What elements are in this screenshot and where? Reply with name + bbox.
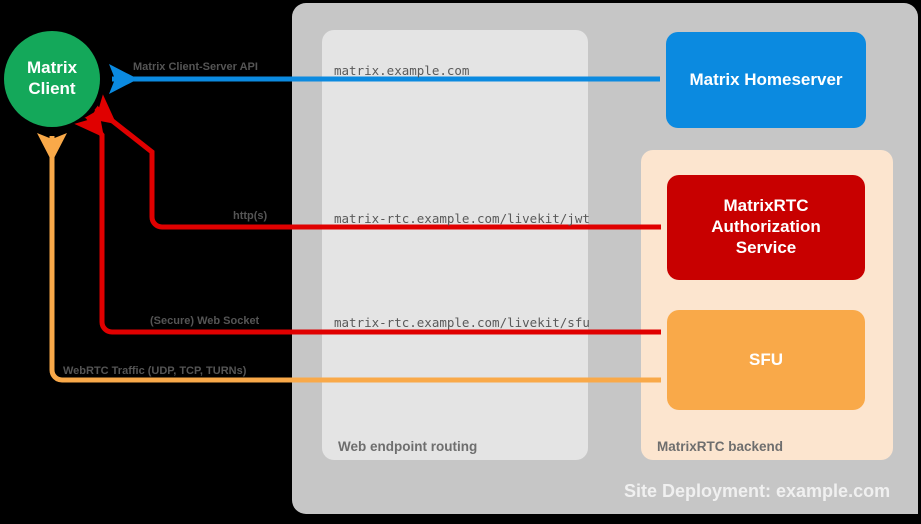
container-web-endpoint-routing bbox=[322, 30, 588, 460]
caption-web-endpoint-routing: Web endpoint routing bbox=[338, 439, 478, 454]
url-label-livekit-jwt: matrix-rtc.example.com/livekit/jwt bbox=[334, 211, 590, 226]
edge-label-https: http(s) bbox=[233, 210, 268, 222]
edge-secure-web-socket bbox=[74, 105, 661, 335]
edge-label-matrix-client-server-api: Matrix Client-Server API bbox=[133, 61, 258, 73]
node-sfu-label: SFU bbox=[749, 349, 783, 369]
edge-label-webrtc-traffic: WebRTC Traffic (UDP, TCP, TURNs) bbox=[63, 365, 247, 377]
node-matrix-client-line1: Matrix bbox=[26, 58, 78, 78]
node-sfu[interactable]: SFU bbox=[667, 310, 865, 410]
node-matrix-homeserver[interactable]: Matrix Homeserver bbox=[666, 32, 866, 128]
node-auth-line1: MatrixRTC bbox=[723, 196, 809, 216]
node-matrix-client[interactable]: Matrix Client bbox=[4, 31, 100, 127]
node-auth-line3: Service bbox=[735, 237, 797, 257]
edge-webrtc-traffic bbox=[36, 132, 661, 383]
url-label-livekit-sfu: matrix-rtc.example.com/livekit/sfu bbox=[334, 315, 590, 330]
edge-label-secure-web-socket: (Secure) Web Socket bbox=[150, 315, 260, 327]
node-matrix-homeserver-label: Matrix Homeserver bbox=[689, 69, 843, 89]
caption-matrixrtc-backend: MatrixRTC backend bbox=[657, 439, 784, 454]
node-auth-line2: Authorization bbox=[711, 217, 821, 237]
node-matrix-client-line2: Client bbox=[28, 79, 76, 98]
node-matrixrtc-authorization-service[interactable]: MatrixRTC Authorization Service bbox=[667, 175, 865, 280]
url-label-matrix-example-com: matrix.example.com bbox=[334, 63, 470, 78]
caption-site-deployment: Site Deployment: example.com bbox=[624, 481, 891, 501]
edge-https-jwt bbox=[84, 94, 661, 230]
